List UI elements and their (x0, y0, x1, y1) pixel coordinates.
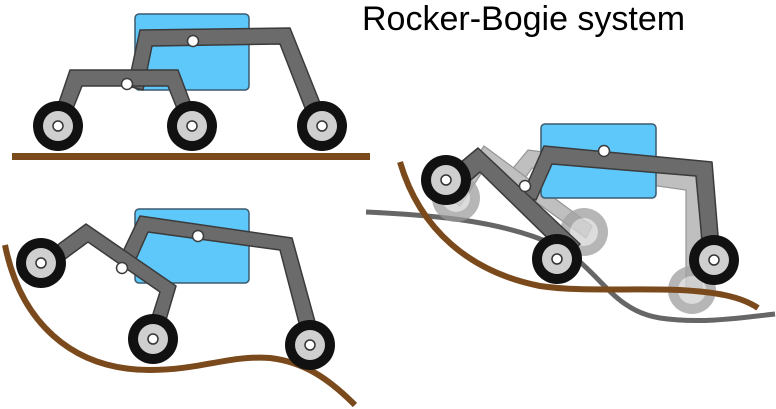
panel-flat-ground (12, 13, 370, 160)
panel-comparison (365, 123, 776, 324)
pivot-joint-icon (518, 179, 532, 193)
wheel-icon (285, 320, 335, 370)
wheel-icon (128, 314, 178, 364)
pivot-joint-icon (597, 144, 611, 158)
pivot-joint-icon (186, 34, 200, 48)
pivot-joint-icon (191, 229, 205, 243)
wheel-icon (33, 101, 83, 151)
wheel-icon (16, 238, 66, 288)
ground-curve (397, 161, 760, 311)
diagram-title: Rocker-Bogie system (362, 0, 686, 38)
pivot-joint-icon (120, 77, 134, 91)
wheel-icon (167, 101, 217, 151)
wheel-icon (297, 101, 347, 151)
panel-uneven-ground (2, 208, 358, 408)
pivot-joint-icon (115, 261, 129, 275)
wheel-icon (689, 235, 739, 285)
wheel-icon (421, 155, 471, 205)
wheel-icon (532, 234, 582, 284)
ground-flat (12, 153, 370, 160)
